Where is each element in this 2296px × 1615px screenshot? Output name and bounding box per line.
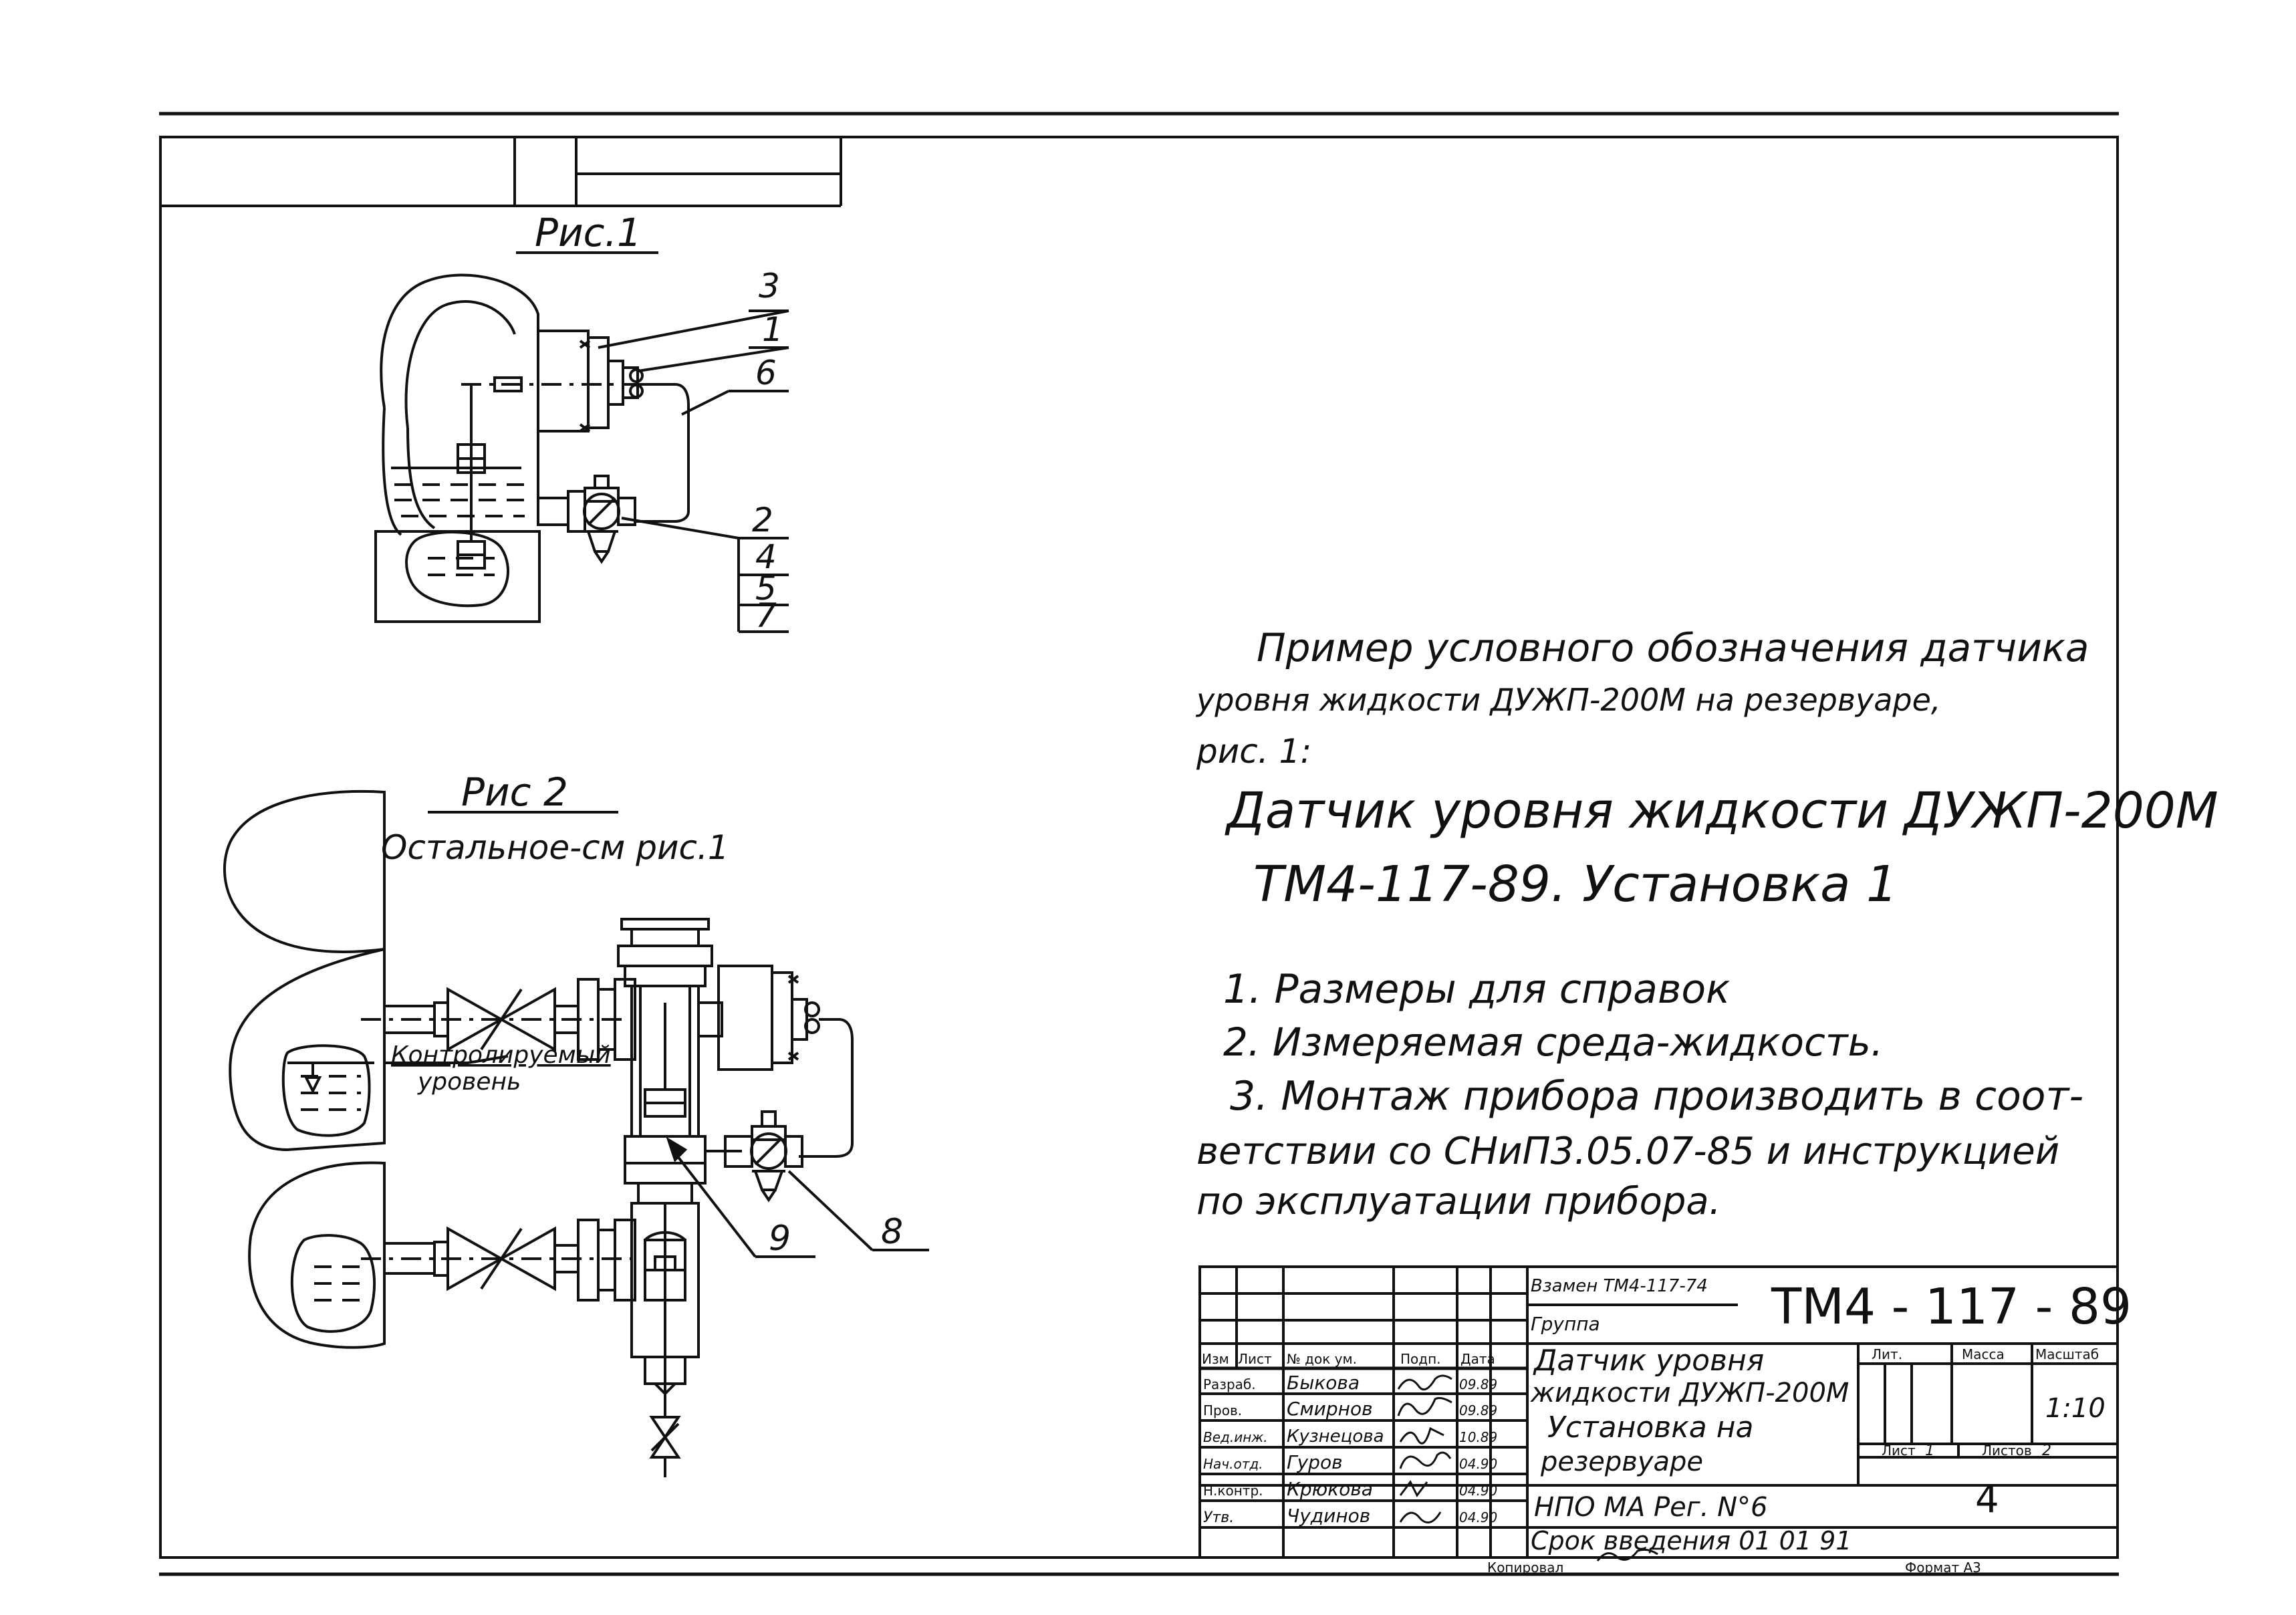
sig-name-5: Крюкова <box>1287 1478 1373 1500</box>
sheet-number: 4 <box>1975 1478 1999 1521</box>
sheet-value: 1 <box>1925 1443 1934 1459</box>
sig-role-5: Н.контр. <box>1203 1483 1263 1499</box>
callout-7: 7 <box>755 596 777 635</box>
figure-1-diagram <box>374 251 789 633</box>
level-label-line1: Контролируемый <box>391 1041 611 1069</box>
callout-6: 6 <box>755 354 777 392</box>
sheets-label: Листов <box>1982 1443 2032 1459</box>
doc-name-line4: резервуаре <box>1540 1447 1703 1477</box>
callout-8: 8 <box>881 1212 903 1252</box>
lit-label: Лит. <box>1872 1346 1902 1362</box>
callout-2: 2 <box>752 501 773 539</box>
callout-4: 4 <box>755 537 777 576</box>
title-block <box>1198 1265 2119 1559</box>
callout-9: 9 <box>769 1219 791 1259</box>
col-list: Лист <box>1238 1351 1272 1367</box>
document-code: ТМ4 - 117 - 89 <box>1771 1278 2132 1336</box>
sensor-flange <box>587 336 610 429</box>
level-label-line2: уровень <box>417 1068 521 1096</box>
col-sign: Подп. <box>1400 1351 1441 1367</box>
callout-3: 3 <box>759 267 780 305</box>
sig-role-1: Разраб. <box>1203 1376 1256 1392</box>
scale-value: 1:10 <box>2045 1393 2106 1424</box>
signature-scribbles <box>1397 1374 1658 1562</box>
sig-date-3: 10.89 <box>1459 1429 1497 1445</box>
note-5: по эксплуатации прибора. <box>1196 1180 1721 1223</box>
sig-date-2: 09.89 <box>1459 1402 1497 1418</box>
note-4: ветствии со СНиП3.05.07-85 и инструкцией <box>1196 1130 2060 1173</box>
figure-2-title: Рис 2 <box>461 769 568 815</box>
sig-name-6: Чудинов <box>1287 1505 1370 1527</box>
format-label: Формат А3 <box>1905 1560 1981 1576</box>
designation-line2: ТМ4-117-89. Установка 1 <box>1253 856 1898 913</box>
col-izm: Изм <box>1202 1351 1229 1367</box>
tank-outline <box>380 273 539 508</box>
example-intro-line3: рис. 1: <box>1196 732 1312 771</box>
sig-role-2: Пров. <box>1203 1402 1242 1418</box>
figure-1-labels: Рис.1 3 1 6 2 4 5 7 <box>535 210 783 635</box>
figure-2-diagram <box>223 789 929 1477</box>
sig-name-1: Быкова <box>1287 1372 1360 1394</box>
sig-name-2: Смирнов <box>1287 1398 1373 1420</box>
copied-label: Копировал <box>1487 1560 1563 1576</box>
designation-line1: Датчик уровня жидкости ДУЖП-200М <box>1227 782 2218 840</box>
date-of-introduction: Срок введения 01 01 91 <box>1531 1526 1852 1556</box>
sheet-label: Лист <box>1882 1443 1916 1459</box>
scale-label: Масштаб <box>2035 1346 2099 1362</box>
example-intro-line2: уровня жидкости ДУЖП-200М на резервуаре, <box>1196 682 1941 718</box>
replaces-note: Взамен ТМ4-117-74 <box>1531 1276 1708 1296</box>
callout-1: 1 <box>762 310 783 349</box>
sig-date-5: 04.90 <box>1459 1483 1497 1499</box>
organization: НПО МА Рег. N°6 <box>1534 1492 1768 1523</box>
sheets-value: 2 <box>2042 1443 2051 1459</box>
title-block-text: Взамен ТМ4-117-74 Группа ТМ4 - 117 - 89 … <box>1202 1276 2132 1576</box>
col-doc: № док ум. <box>1287 1351 1357 1367</box>
sig-date-1: 09.89 <box>1459 1376 1497 1392</box>
figure-1-title: Рис.1 <box>535 210 642 255</box>
sig-name-4: Гуров <box>1287 1451 1343 1473</box>
sig-role-6: Утв. <box>1203 1509 1234 1526</box>
figure-2-labels: Рис 2 Остальное-см рис.1 Контролируемый … <box>381 769 903 1259</box>
note-1: 1. Размеры для справок <box>1223 966 1731 1013</box>
col-date: Дата <box>1460 1351 1495 1367</box>
sig-date-6: 04.90 <box>1459 1509 1497 1525</box>
group-label: Группа <box>1531 1313 1600 1335</box>
doc-name-line2: жидкости ДУЖП-200М <box>1530 1378 1849 1408</box>
example-intro-line1: Пример условного обозначения датчика <box>1257 625 2089 670</box>
doc-name-line1: Датчик уровня <box>1533 1344 1764 1378</box>
sig-role-4: Нач.отд. <box>1203 1456 1263 1472</box>
callout-5: 5 <box>755 569 777 608</box>
sig-date-4: 04.90 <box>1459 1456 1497 1472</box>
sensor-housing-2 <box>717 965 773 1071</box>
note-2: 2. Измеряемая среда-жидкость. <box>1223 1019 1884 1065</box>
mass-label: Масса <box>1962 1346 2005 1362</box>
doc-name-line3: Установка на <box>1547 1410 1753 1445</box>
drawing-frame <box>159 136 2119 1559</box>
figure-2-subtitle: Остальное-см рис.1 <box>381 828 729 867</box>
note-3: 3. Монтаж прибора производить в соот- <box>1230 1073 2084 1120</box>
sig-name-3: Кузнецова <box>1287 1426 1384 1447</box>
sig-role-3: Вед.инж. <box>1203 1429 1268 1445</box>
